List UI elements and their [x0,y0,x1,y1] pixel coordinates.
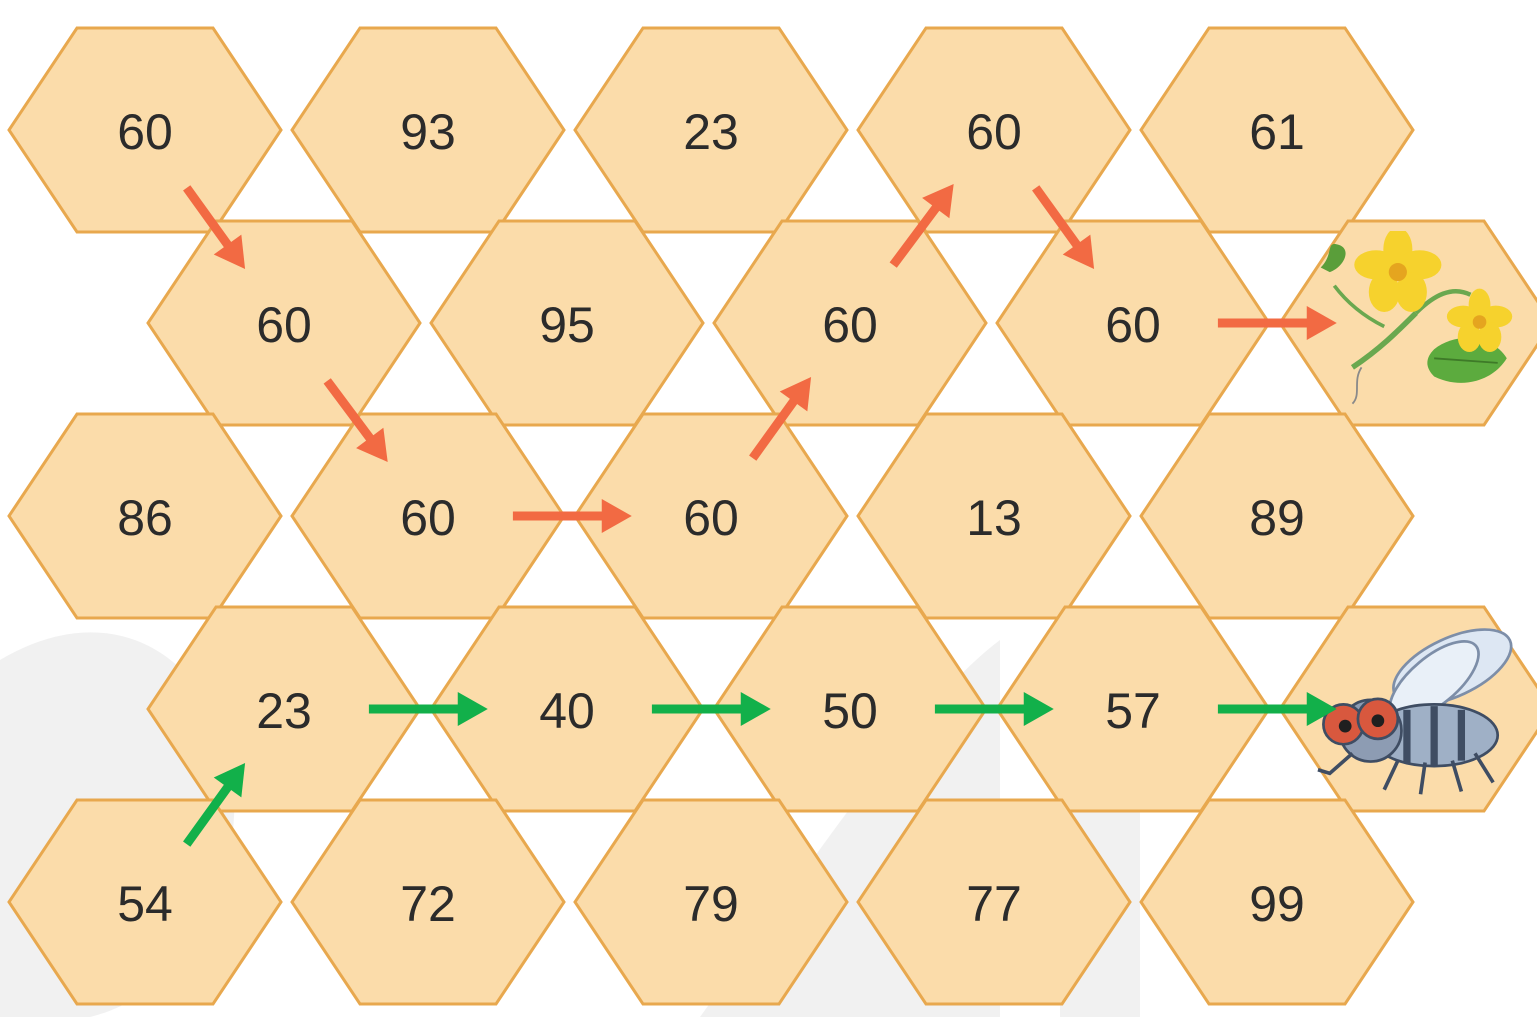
hex-cell-r2-c0[interactable]: 86 [9,414,281,618]
cell-number: 50 [822,683,878,739]
hex-cell-r1-c2[interactable]: 60 [714,221,986,425]
hex-cell-r2-c3[interactable]: 13 [858,414,1130,618]
cell-number: 99 [1249,876,1305,932]
cells-layer: 60 93 23 60 61 60 95 60 60 86 60 60 13 89 23 40 50 57 54 72… [9,28,1537,1004]
cell-number: 13 [966,490,1022,546]
hex-cell-r0-c2[interactable]: 23 [575,28,847,232]
cell-number: 79 [683,876,739,932]
cell-number: 77 [966,876,1022,932]
cell-number: 57 [1105,683,1161,739]
hex-cell-r4-c1[interactable]: 72 [292,800,564,1004]
cell-number: 54 [117,876,173,932]
cell-number: 86 [117,490,173,546]
cell-number: 40 [539,683,595,739]
cell-number: 60 [256,297,312,353]
cell-number: 60 [966,104,1022,160]
hex-cell-r4-c4[interactable]: 99 [1141,800,1413,1004]
cell-number: 60 [822,297,878,353]
cell-number: 61 [1249,104,1305,160]
cell-number: 23 [256,683,312,739]
cell-number: 60 [1105,297,1161,353]
cell-number: 60 [117,104,173,160]
hex-cell-r0-c1[interactable]: 93 [292,28,564,232]
hex-cell-r1-c1[interactable]: 95 [431,221,703,425]
hex-cell-r1-c0[interactable]: 60 [148,221,420,425]
hex-cell-r0-c0[interactable]: 60 [9,28,281,232]
cell-number: 60 [683,490,739,546]
cell-number: 93 [400,104,456,160]
cell-number: 60 [400,490,456,546]
cell-number: 89 [1249,490,1305,546]
cell-number: 72 [400,876,456,932]
cell-number: 95 [539,297,595,353]
hex-cell-r0-c4[interactable]: 61 [1141,28,1413,232]
cell-number: 23 [683,104,739,160]
hex-cell-r0-c3[interactable]: 60 [858,28,1130,232]
hex-cell-r2-c4[interactable]: 89 [1141,414,1413,618]
